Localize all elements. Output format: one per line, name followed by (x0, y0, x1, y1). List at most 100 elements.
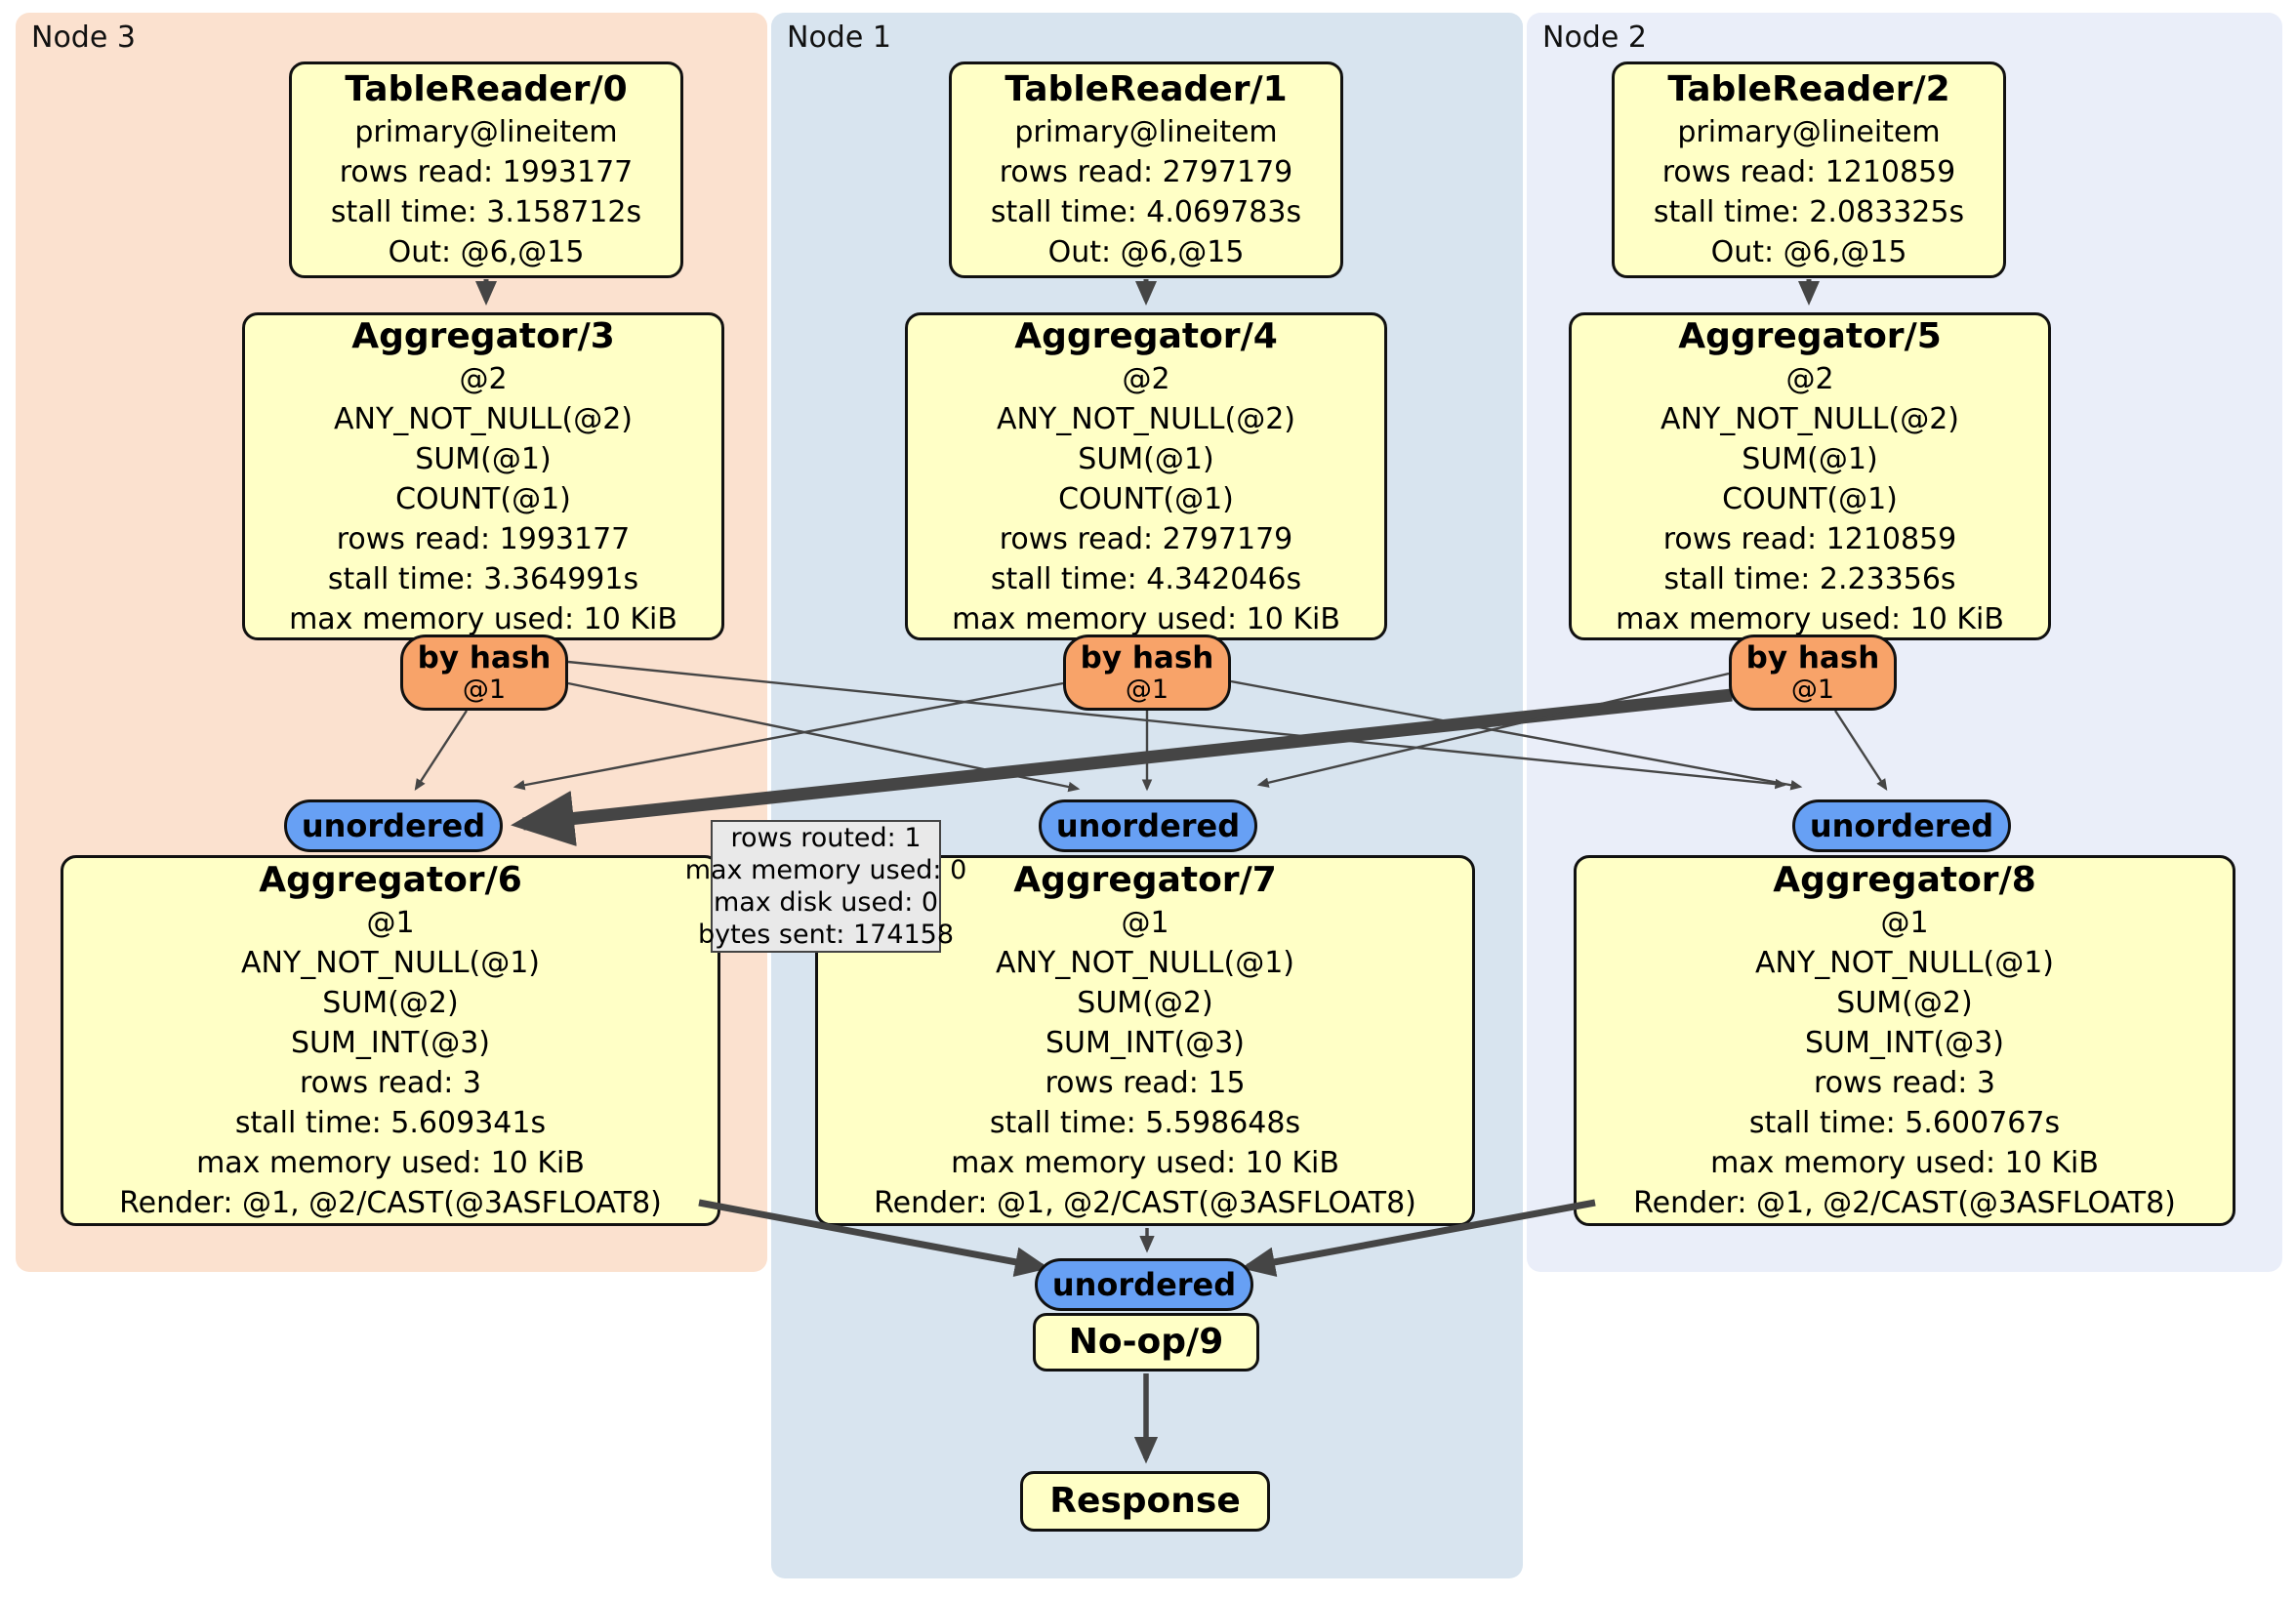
sync-unordered-right[interactable]: unordered (1792, 799, 2011, 852)
box-line: Render: @1, @2/CAST(@3ASFLOAT8) (1633, 1186, 2176, 1220)
box-line: max memory used: 10 KiB (1710, 1146, 2099, 1180)
box-title: Aggregator/5 (1678, 315, 1942, 356)
box-title: Aggregator/6 (259, 860, 522, 900)
box-aggregator-3[interactable]: Aggregator/3 @2 ANY_NOT_NULL(@2) SUM(@1)… (242, 312, 724, 640)
box-title: No-op/9 (1068, 1322, 1224, 1362)
box-title: Response (1049, 1481, 1241, 1521)
sync-unordered-left[interactable]: unordered (284, 799, 503, 852)
box-line: @2 (459, 361, 508, 396)
box-line: COUNT(@1) (1058, 481, 1234, 516)
box-line: rows read: 3 (1813, 1066, 1996, 1100)
box-line: Out: @6,@15 (388, 235, 585, 269)
box-tablereader-1[interactable]: TableReader/1 primary@lineitem rows read… (949, 61, 1343, 278)
box-tablereader-0[interactable]: TableReader/0 primary@lineitem rows read… (289, 61, 683, 278)
panel-label-node-2: Node 2 (1542, 20, 1647, 55)
box-line: ANY_NOT_NULL(@1) (1755, 946, 2054, 980)
box-line: COUNT(@1) (395, 481, 571, 516)
tooltip-line: max disk used: 0 (713, 887, 939, 918)
box-line: rows read: 1210859 (1662, 521, 1957, 556)
box-title: Aggregator/8 (1773, 860, 2036, 900)
box-line: stall time: 4.069783s (990, 195, 1302, 229)
tooltip-line: rows routed: 1 (730, 823, 922, 853)
tooltip-line: bytes sent: 174158 (697, 920, 955, 950)
router-stats-tooltip: rows routed: 1 max memory used: 0 max di… (685, 820, 966, 953)
box-aggregator-4[interactable]: Aggregator/4 @2 ANY_NOT_NULL(@2) SUM(@1)… (905, 312, 1387, 640)
box-line: stall time: 5.609341s (234, 1106, 547, 1140)
box-title: Aggregator/3 (351, 315, 615, 356)
box-line: max memory used: 10 KiB (951, 1146, 1339, 1180)
box-line: SUM_INT(@3) (1046, 1026, 1245, 1060)
box-line: SUM(@1) (415, 441, 552, 476)
panel-label-node-3: Node 3 (31, 20, 136, 55)
box-noop-9[interactable]: No-op/9 (1033, 1313, 1259, 1372)
box-line: Render: @1, @2/CAST(@3ASFLOAT8) (874, 1186, 1416, 1220)
box-line: stall time: 4.342046s (990, 561, 1302, 596)
box-aggregator-6[interactable]: Aggregator/6 @1 ANY_NOT_NULL(@1) SUM(@2)… (61, 855, 720, 1226)
box-title: TableReader/0 (345, 69, 628, 109)
box-line: SUM_INT(@3) (1805, 1026, 2004, 1060)
router-by-hash-right[interactable]: by hash @1 (1729, 635, 1897, 711)
box-line: SUM(@2) (1077, 986, 1213, 1020)
box-line: stall time: 5.598648s (989, 1106, 1301, 1140)
box-title: TableReader/1 (1004, 69, 1288, 109)
box-line: Out: @6,@15 (1710, 235, 1907, 269)
box-line: stall time: 2.083325s (1653, 195, 1965, 229)
box-line: SUM(@2) (1836, 986, 1973, 1020)
box-line: max memory used: 10 KiB (952, 601, 1340, 636)
box-line: ANY_NOT_NULL(@1) (996, 946, 1294, 980)
box-line: primary@lineitem (1014, 115, 1278, 149)
box-line: Render: @1, @2/CAST(@3ASFLOAT8) (119, 1186, 662, 1220)
box-line: ANY_NOT_NULL(@2) (334, 401, 633, 436)
box-line: stall time: 3.364991s (327, 561, 639, 596)
box-line: ANY_NOT_NULL(@2) (997, 401, 1295, 436)
box-line: rows read: 1993177 (339, 155, 634, 189)
panel-label-node-1: Node 1 (787, 20, 891, 55)
box-line: max memory used: 10 KiB (1616, 601, 2004, 636)
box-line: primary@lineitem (354, 115, 618, 149)
box-tablereader-2[interactable]: TableReader/2 primary@lineitem rows read… (1612, 61, 2006, 278)
sync-unordered-bottom[interactable]: unordered (1035, 1258, 1253, 1311)
router-label: by hash (1745, 640, 1880, 676)
box-line: stall time: 5.600767s (1748, 1106, 2061, 1140)
box-line: SUM(@1) (1078, 441, 1214, 476)
router-label: by hash (417, 640, 552, 676)
box-line: max memory used: 10 KiB (196, 1146, 585, 1180)
box-line: stall time: 2.23356s (1663, 561, 1956, 596)
box-line: COUNT(@1) (1722, 481, 1898, 516)
sync-unordered-center[interactable]: unordered (1039, 799, 1257, 852)
box-line: @2 (1122, 361, 1170, 396)
router-sub: @1 (462, 675, 507, 705)
sync-label: unordered (301, 807, 486, 844)
box-aggregator-8[interactable]: Aggregator/8 @1 ANY_NOT_NULL(@1) SUM(@2)… (1574, 855, 2235, 1226)
box-line: @1 (1121, 906, 1169, 940)
box-line: SUM(@2) (322, 986, 459, 1020)
box-response[interactable]: Response (1020, 1471, 1270, 1532)
box-line: rows read: 2797179 (999, 521, 1293, 556)
router-sub: @1 (1125, 675, 1169, 705)
router-sub: @1 (1790, 675, 1835, 705)
box-line: @2 (1785, 361, 1834, 396)
box-title: Aggregator/4 (1014, 315, 1278, 356)
tooltip-line: max memory used: 0 (684, 855, 967, 885)
router-by-hash-center[interactable]: by hash @1 (1063, 635, 1231, 711)
box-line: max memory used: 10 KiB (289, 601, 677, 636)
box-line: Out: @6,@15 (1047, 235, 1245, 269)
sync-label: unordered (1809, 807, 1994, 844)
box-line: SUM_INT(@3) (291, 1026, 490, 1060)
box-line: stall time: 3.158712s (330, 195, 642, 229)
box-line: @1 (1880, 906, 1929, 940)
box-line: @1 (366, 906, 415, 940)
router-by-hash-left[interactable]: by hash @1 (400, 635, 568, 711)
box-line: SUM(@1) (1742, 441, 1878, 476)
box-line: rows read: 3 (299, 1066, 482, 1100)
router-label: by hash (1080, 640, 1214, 676)
sync-label: unordered (1055, 807, 1241, 844)
sync-label: unordered (1051, 1266, 1237, 1303)
box-line: ANY_NOT_NULL(@1) (241, 946, 540, 980)
box-line: rows read: 2797179 (999, 155, 1293, 189)
box-title: Aggregator/7 (1013, 860, 1277, 900)
box-line: ANY_NOT_NULL(@2) (1660, 401, 1959, 436)
box-aggregator-5[interactable]: Aggregator/5 @2 ANY_NOT_NULL(@2) SUM(@1)… (1569, 312, 2051, 640)
box-line: rows read: 1210859 (1661, 155, 1956, 189)
box-line: rows read: 15 (1045, 1066, 1246, 1100)
